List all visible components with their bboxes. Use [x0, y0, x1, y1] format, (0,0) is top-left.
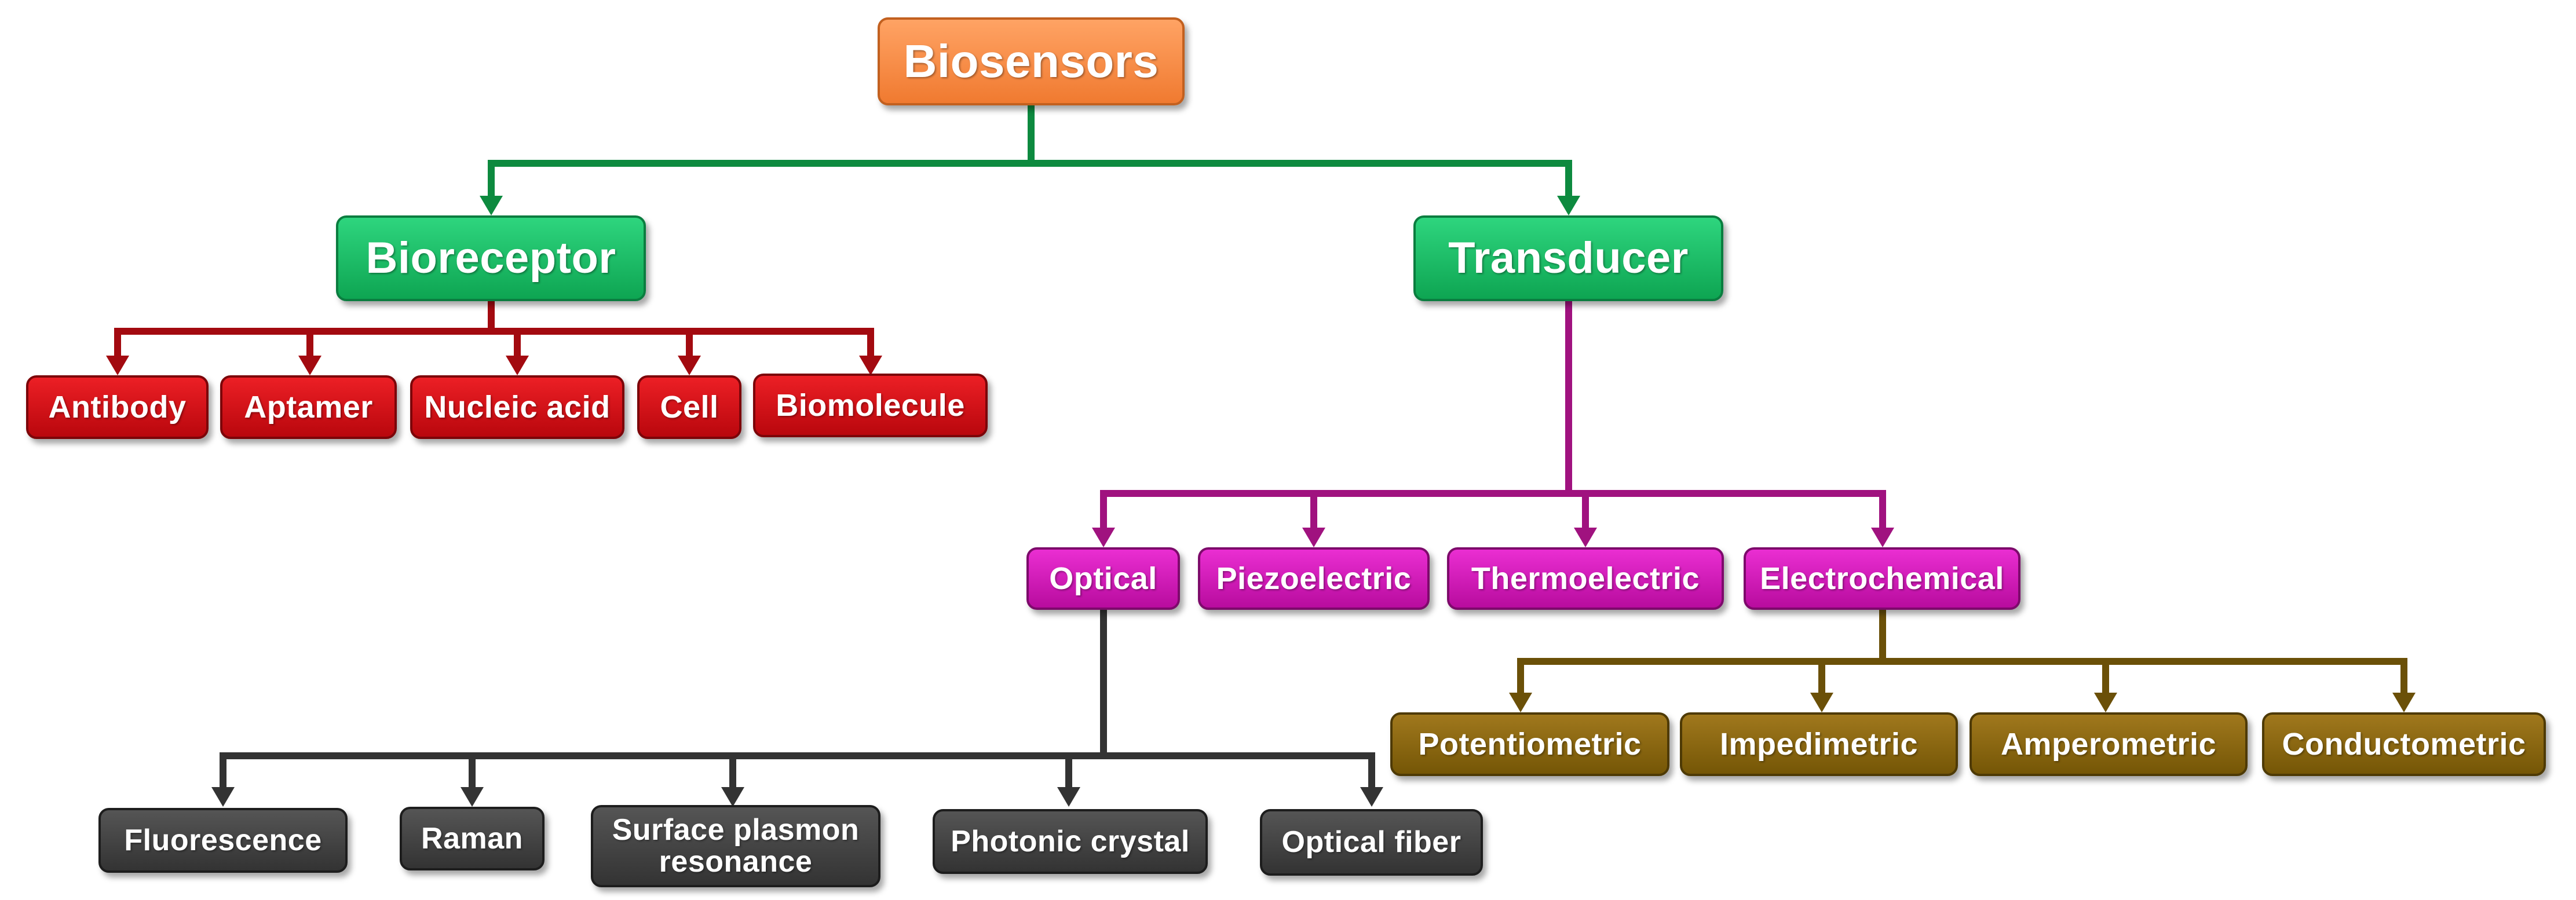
node-cell: Cell [637, 375, 741, 439]
node-transducer: Transducer [1413, 215, 1723, 301]
node-thermoelectric: Thermoelectric [1447, 547, 1724, 610]
bioreceptor-connector-arrowhead-0 [106, 356, 129, 375]
node-aptamer: Aptamer [220, 375, 397, 439]
transducer-connector-arrowhead-2 [1574, 528, 1597, 547]
optical-connector-arrowhead-3 [1057, 787, 1080, 807]
node-surface-plasmon-resonance: Surface plasmon resonance [591, 805, 880, 887]
node-optical-fiber: Optical fiber [1260, 809, 1483, 876]
bioreceptor-connector-arrowhead-4 [859, 356, 882, 375]
electrochemical-connector-arrowhead-1 [1810, 693, 1833, 712]
bioreceptor-connector-arrowhead-1 [298, 356, 321, 375]
node-amperometric: Amperometric [1970, 712, 2248, 776]
node-impedimetric: Impedimetric [1680, 712, 1958, 776]
optical-connector-arrowhead-1 [461, 787, 484, 807]
node-potentiometric: Potentiometric [1390, 712, 1669, 776]
node-nucleic-acid: Nucleic acid [410, 375, 624, 439]
electrochemical-connector-arrowhead-3 [2392, 693, 2416, 712]
electrochemical-connector-arrowhead-2 [2094, 693, 2117, 712]
node-antibody: Antibody [26, 375, 209, 439]
transducer-connector-arrowhead-1 [1302, 528, 1325, 547]
node-bioreceptor: Bioreceptor [336, 215, 646, 301]
optical-connector-arrowhead-0 [211, 787, 235, 807]
node-electrochemical: Electrochemical [1744, 547, 2020, 610]
electrochemical-connector-arrowhead-0 [1509, 693, 1532, 712]
bioreceptor-connector-arrowhead-2 [506, 356, 529, 375]
bioreceptor-connector-arrowhead-3 [678, 356, 701, 375]
transducer-connector-arrowhead-0 [1092, 528, 1115, 547]
transducer-connector-arrowhead-3 [1871, 528, 1894, 547]
node-biosensors: Biosensors [878, 17, 1185, 105]
root-connector-arrowhead-1 [1557, 196, 1580, 215]
node-photonic-crystal: Photonic crystal [933, 809, 1208, 874]
node-conductometric: Conductometric [2262, 712, 2546, 776]
node-optical: Optical [1026, 547, 1180, 610]
optical-connector-arrowhead-2 [721, 787, 744, 807]
node-piezoelectric: Piezoelectric [1198, 547, 1430, 610]
optical-connector-arrowhead-4 [1360, 787, 1383, 807]
node-fluorescence: Fluorescence [98, 808, 348, 873]
node-biomolecule: Biomolecule [753, 374, 988, 437]
node-raman: Raman [400, 807, 545, 870]
root-connector-arrowhead-0 [480, 196, 503, 215]
